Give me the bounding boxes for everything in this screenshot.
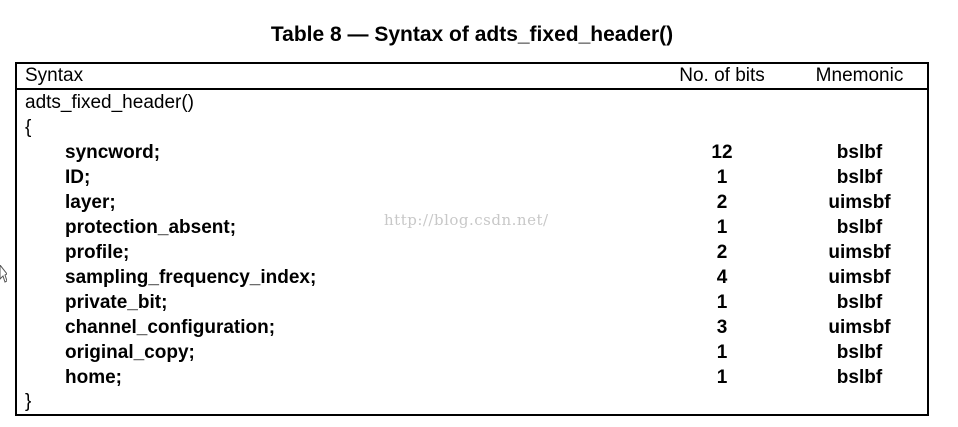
- watermark-text: http://blog.csdn.net/: [384, 211, 549, 229]
- header-syntax: Syntax: [25, 65, 84, 86]
- field-name: channel_configuration;: [65, 317, 276, 338]
- mouse-cursor-icon: [0, 265, 7, 283]
- field-mnemonic: bslbf: [836, 142, 883, 163]
- table-row: protection_absent; 1 bslbf: [17, 215, 927, 240]
- field-name: original_copy;: [65, 342, 195, 363]
- field-name: syncword;: [65, 142, 161, 163]
- field-name: ID;: [65, 167, 91, 188]
- close-brace: }: [25, 391, 32, 412]
- field-mnemonic: uimsbf: [828, 192, 891, 213]
- table-row: profile; 2 uimsbf: [17, 240, 927, 265]
- table-row: syncword; 12 bslbf: [17, 140, 927, 165]
- table-row: layer; 2 uimsbf: [17, 190, 927, 215]
- function-name: adts_fixed_header(): [25, 92, 194, 113]
- open-brace: {: [25, 117, 32, 138]
- table-body: syncword; 12 bslbf ID; 1 bslbf layer; 2 …: [17, 140, 927, 390]
- field-name: protection_absent;: [65, 217, 237, 238]
- table-row: sampling_frequency_index; 4 uimsbf: [17, 265, 927, 290]
- header-mnemonic: Mnemonic: [815, 65, 904, 86]
- field-mnemonic: bslbf: [836, 167, 883, 188]
- table-row: home; 1 bslbf: [17, 365, 927, 390]
- table-row: original_copy; 1 bslbf: [17, 340, 927, 365]
- field-bits: 1: [716, 217, 728, 238]
- field-name: private_bit;: [65, 292, 168, 313]
- field-mnemonic: uimsbf: [828, 267, 891, 288]
- field-bits: 1: [716, 342, 728, 363]
- field-name: home;: [65, 367, 122, 388]
- field-mnemonic: bslbf: [836, 367, 883, 388]
- table-row: private_bit; 1 bslbf: [17, 290, 927, 315]
- field-name: layer;: [65, 192, 116, 213]
- syntax-table: Syntax No. of bits Mnemonic adts_fixed_h…: [15, 62, 929, 416]
- field-bits: 3: [716, 317, 728, 338]
- table-header-row: Syntax No. of bits Mnemonic: [17, 64, 927, 90]
- table-row: channel_configuration; 3 uimsbf: [17, 315, 927, 340]
- field-name: profile;: [65, 242, 130, 263]
- field-name: sampling_frequency_index;: [65, 267, 317, 288]
- field-bits: 4: [716, 267, 728, 288]
- field-bits: 2: [716, 242, 728, 263]
- table-row: ID; 1 bslbf: [17, 165, 927, 190]
- field-mnemonic: bslbf: [836, 292, 883, 313]
- field-bits: 1: [716, 167, 728, 188]
- field-mnemonic: bslbf: [836, 342, 883, 363]
- table-caption: Table 8 — Syntax of adts_fixed_header(): [270, 23, 674, 46]
- field-bits: 1: [716, 292, 728, 313]
- field-mnemonic: bslbf: [836, 217, 883, 238]
- field-bits: 2: [716, 192, 728, 213]
- header-no-of-bits: No. of bits: [679, 65, 765, 86]
- field-mnemonic: uimsbf: [828, 317, 891, 338]
- field-mnemonic: uimsbf: [828, 242, 891, 263]
- field-bits: 1: [716, 367, 728, 388]
- field-bits: 12: [711, 142, 733, 163]
